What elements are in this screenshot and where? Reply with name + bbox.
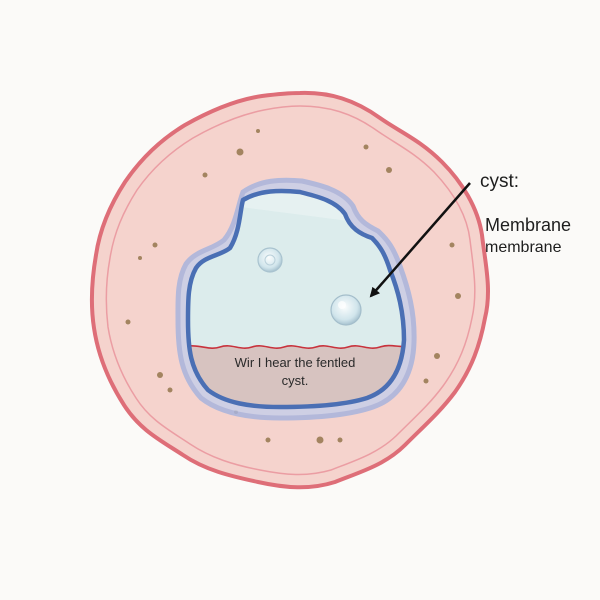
tissue-granules [125, 129, 461, 444]
membrane-sublabel: membrane [485, 239, 562, 256]
caption-line-1: Wir I hear the fentled [234, 355, 356, 370]
membrane-label: Membrane [485, 215, 572, 235]
pointer-arrow [369, 182, 471, 298]
cyst-bubble-1 [257, 247, 283, 273]
cyst-caption: Wir I hear the fentled cyst. [205, 354, 385, 390]
cyst-wall [185, 188, 407, 410]
outer-tissue-inner-line [105, 105, 476, 476]
caption-line-2: cyst. [281, 373, 309, 388]
cyst-label: cyst: [480, 171, 520, 192]
sediment-line [188, 344, 404, 349]
cyst-bubble-2 [330, 294, 362, 326]
